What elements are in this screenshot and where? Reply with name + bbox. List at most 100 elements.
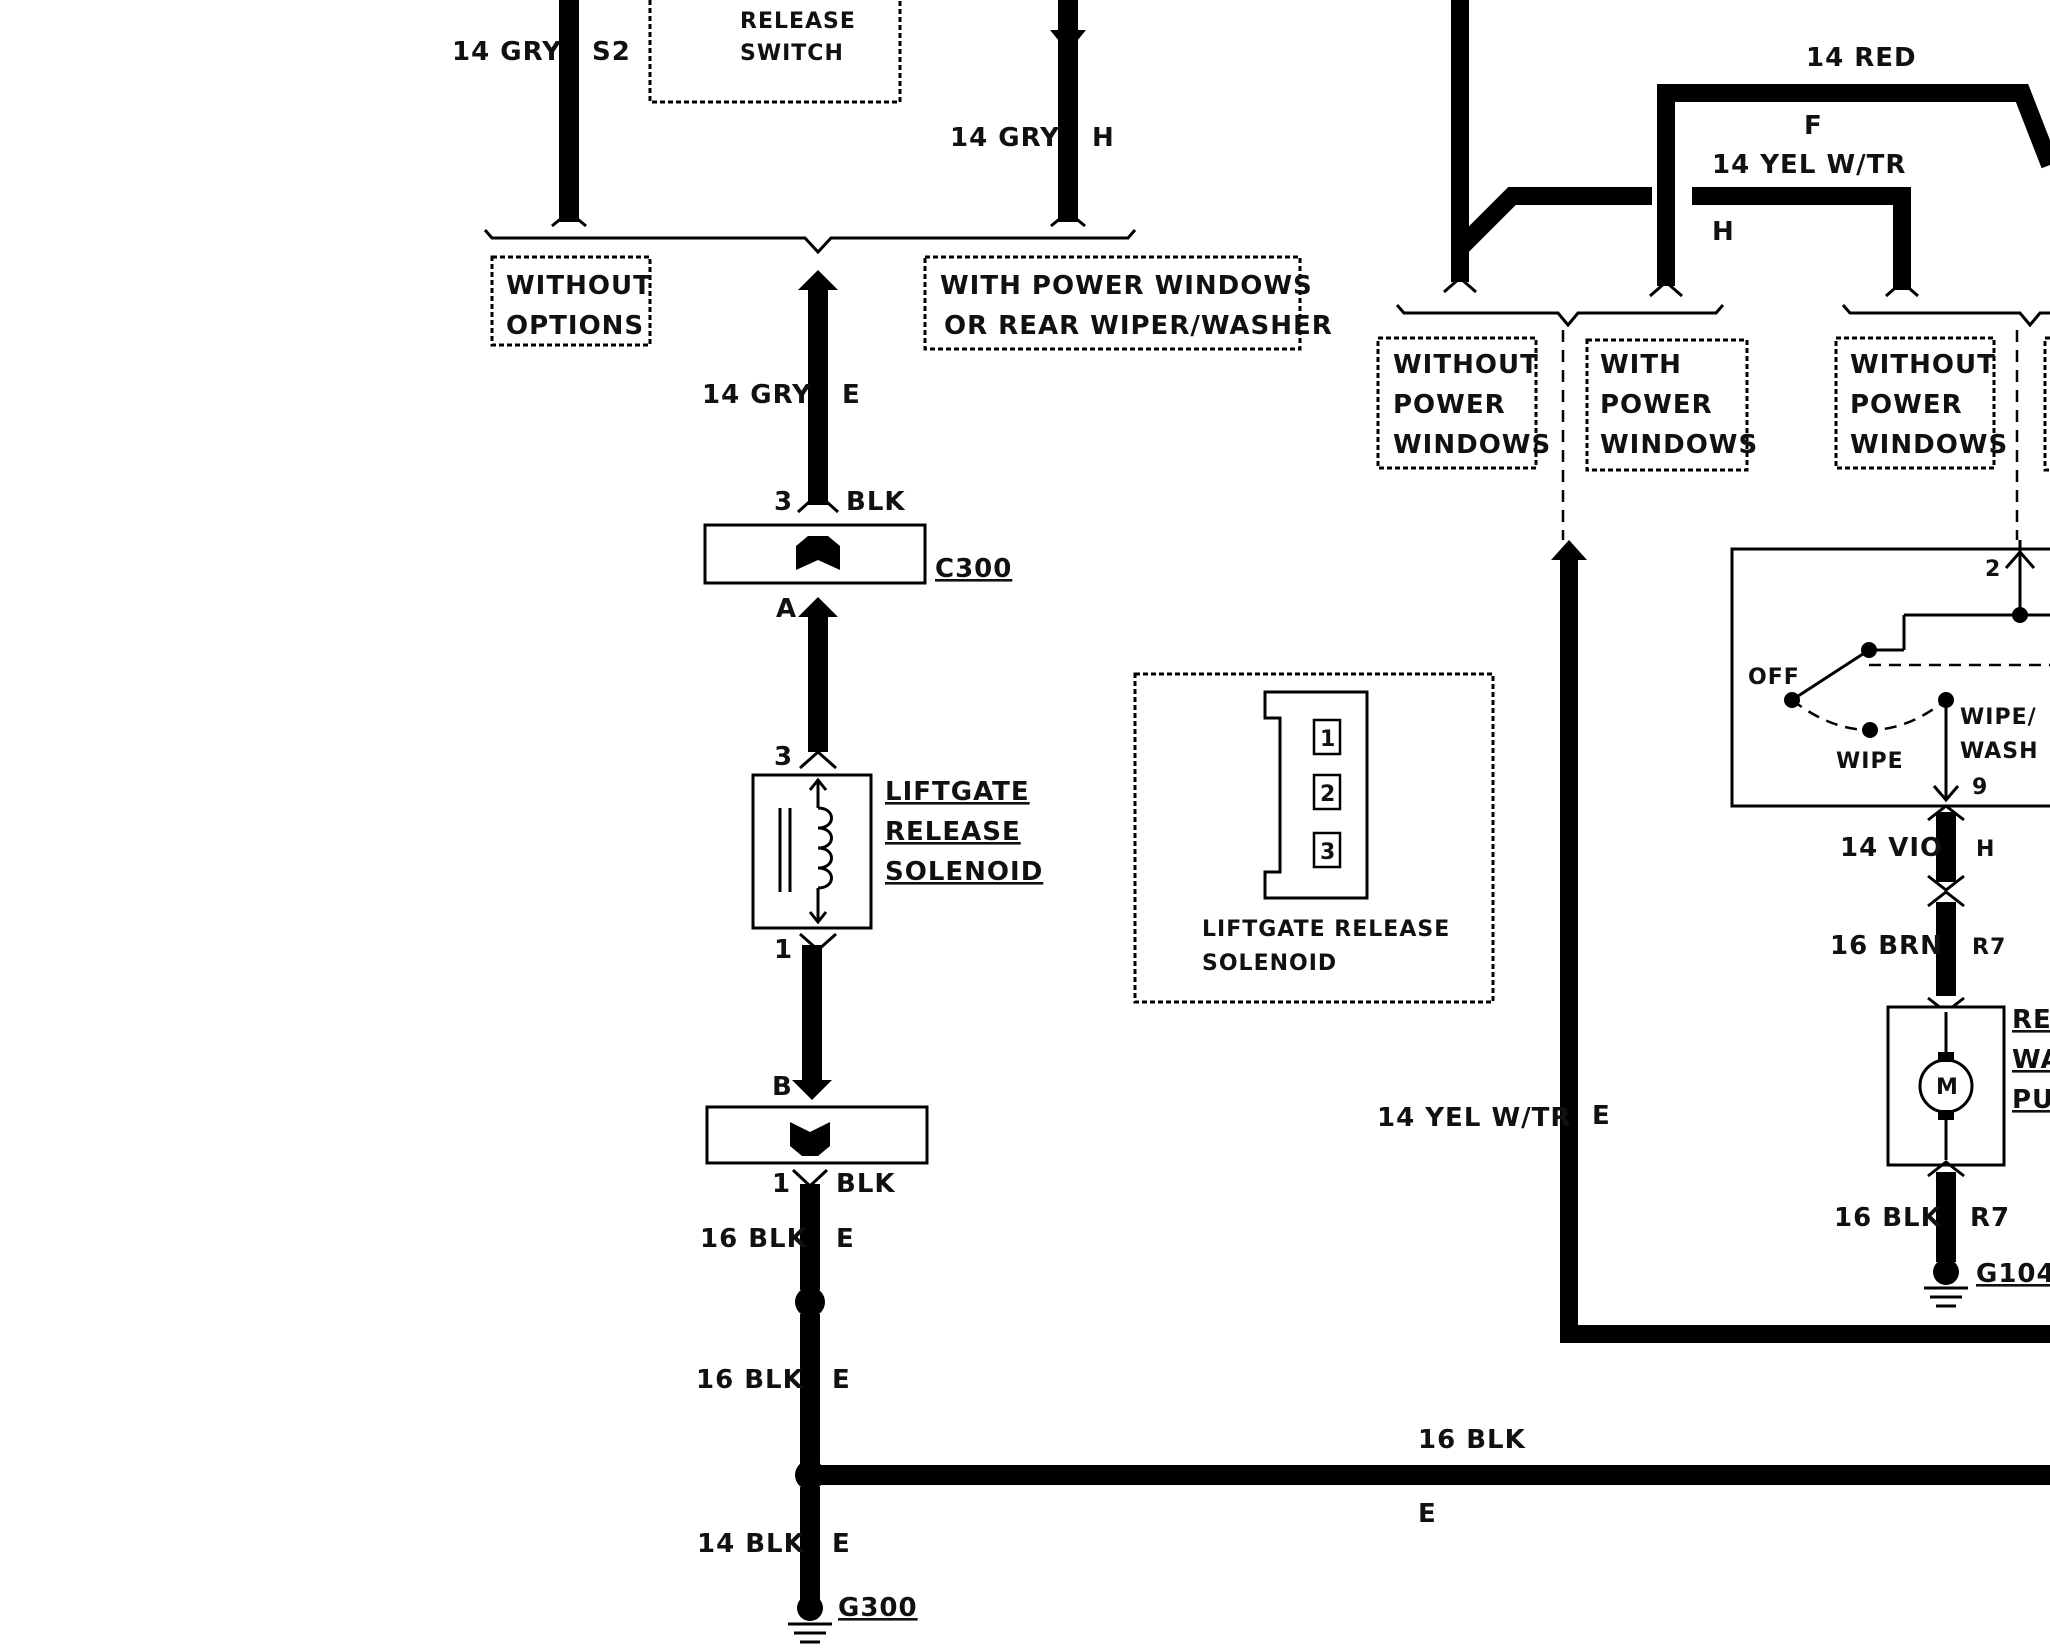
wire-label-14gry-h: 14 GRY — [950, 123, 1060, 153]
inset-pin-1: 1 — [1320, 727, 1336, 752]
circuit-label-s2: S2 — [592, 37, 631, 67]
connector-inset-box — [1133, 672, 1495, 1004]
wire-14red — [1657, 84, 2050, 286]
pin-b: B — [772, 1072, 793, 1102]
wire-end-c300-top — [796, 491, 840, 514]
wire-label-16brn: 16 BRN — [1830, 931, 1943, 961]
inset-connector-outline — [1263, 690, 1369, 900]
wpw-a-1: WITHOUT — [1393, 350, 1539, 380]
switch-arrow-9 — [1932, 785, 1960, 803]
release-switch-box — [648, 0, 902, 104]
inset-pin-2-box — [1312, 773, 1342, 811]
connector-c300-pin — [796, 536, 840, 570]
wpw-a-3: WINDOWS — [1393, 430, 1551, 460]
ground-g300-label: G300 — [838, 1593, 918, 1623]
wire-end-solenoid-top — [799, 749, 837, 770]
inset-pin-2: 2 — [1320, 782, 1336, 807]
switch-wipewash-2: WASH — [1960, 739, 2039, 764]
pin-3-top: 3 — [774, 487, 793, 517]
circuit-label-r7-1: R7 — [1972, 935, 2006, 960]
arrow-top-h — [1050, 30, 1086, 52]
wire-label-14vio: 14 VIO — [1840, 833, 1943, 863]
switch-off: OFF — [1748, 665, 1800, 690]
wire-end-14vio-bot — [1927, 874, 1965, 892]
pin-a: A — [776, 594, 797, 624]
pump-label-2: WA — [2012, 1045, 2050, 1075]
solenoid-lead-bot-head — [808, 911, 828, 925]
circuit-label-e-1: E — [842, 380, 861, 410]
switch-wipe: WIPE — [1836, 749, 1904, 774]
wire-14yel-top — [1692, 187, 1911, 290]
connector-c300-label: C300 — [935, 554, 1012, 584]
switch-wipewash-1: WIPE/ — [1960, 705, 2037, 730]
pump-label-1: RE — [2012, 1005, 2050, 1035]
option-brace-right-1 — [1395, 304, 1725, 328]
inset-title-1: LIFTGATE RELEASE — [1202, 917, 1450, 942]
wire-label-16blk-r: 16 BLK — [1834, 1203, 1942, 1233]
option-brace-right-2 — [1841, 304, 2050, 328]
wire-end-16blk-r7 — [1927, 1160, 1965, 1178]
wire-label-16blk-h: 16 BLK — [1418, 1425, 1526, 1455]
wpw-a-2: POWER — [1393, 390, 1506, 420]
wiper-switch-box — [1730, 547, 2050, 808]
solenoid-coil — [817, 806, 833, 890]
option-brace-left — [483, 229, 1137, 255]
pump-motor-label: M — [1936, 1075, 1959, 1100]
solenoid-label-3: SOLENOID — [885, 857, 1043, 887]
switch-node-wipe — [1862, 722, 1878, 738]
wpw-b-2: POWER — [1600, 390, 1713, 420]
ground-g300-dot — [797, 1595, 823, 1621]
wire-label-14gry-s2: 14 GRY — [452, 37, 562, 67]
wire-14yel-e-loop — [1560, 560, 2050, 1343]
wire-label-14gry-e: 14 GRY — [702, 380, 812, 410]
wire-label-14blk: 14 BLK — [697, 1529, 805, 1559]
circuit-label-e-h: E — [1418, 1499, 1437, 1529]
wire-color-blk-bottom: BLK — [836, 1169, 896, 1199]
wire-color-blk-top: BLK — [846, 487, 906, 517]
switch-arrow-2 — [2004, 549, 2036, 569]
without-options-box — [490, 255, 652, 347]
pin-1-solenoid: 1 — [774, 935, 793, 965]
switch-pin-9: 9 — [1972, 775, 1988, 800]
release-switch-label-2: SWITCH — [740, 41, 844, 66]
pump-motor-brush-top — [1938, 1052, 1954, 1062]
wire-end-conn-b — [791, 1168, 829, 1189]
wire-label-14yel-e: 14 YEL W/TR — [1377, 1103, 1571, 1133]
wpw-c-3: WINDOWS — [1850, 430, 2008, 460]
connector-b-pin — [790, 1122, 830, 1156]
wire-label-14red: 14 RED — [1806, 43, 1917, 73]
solenoid-label-1: LIFTGATE — [885, 777, 1030, 807]
wire-end-h — [1050, 210, 1086, 228]
wpw-c-2: POWER — [1850, 390, 1963, 420]
with-pw-box-b — [1585, 338, 1749, 472]
connector-c300 — [703, 523, 927, 585]
inset-title-2: SOLENOID — [1202, 951, 1337, 976]
wire-end-with-pw — [1649, 280, 1683, 298]
solenoid-lead-top-head — [808, 777, 828, 791]
circuit-label-e-4: E — [832, 1529, 851, 1559]
ground-g104-dot — [1933, 1259, 1959, 1285]
circuit-label-r7-2: R7 — [1970, 1203, 2010, 1233]
wire-label-16blk-1: 16 BLK — [700, 1224, 808, 1254]
liftgate-release-solenoid — [751, 773, 873, 930]
solenoid-label-2: RELEASE — [885, 817, 1021, 847]
arrow-up-a — [798, 597, 838, 617]
release-switch-label-1: RELEASE — [740, 9, 856, 34]
arrow-up-e — [798, 270, 838, 290]
pump-label-3: PU — [2012, 1085, 2050, 1115]
circuit-label-e-yel: E — [1592, 1101, 1611, 1131]
circuit-label-e-2: E — [836, 1224, 855, 1254]
circuit-label-h-vio: H — [1976, 837, 1995, 862]
inset-pin-3-box — [1312, 831, 1342, 869]
with-power-windows-box — [923, 255, 1302, 351]
circuit-label-f: F — [1804, 111, 1823, 141]
partial-option-box-d — [2043, 336, 2050, 472]
wire-end-16brn-top — [1927, 890, 1965, 908]
wire-end-14vio — [1927, 804, 1965, 822]
wpw-b-3: WINDOWS — [1600, 430, 1758, 460]
arrow-down-b — [792, 1080, 832, 1100]
inset-pin-1-box — [1312, 718, 1342, 756]
wire-without-pw-bend — [1451, 0, 1652, 255]
wire-end-without-pw-2 — [1885, 280, 1919, 298]
